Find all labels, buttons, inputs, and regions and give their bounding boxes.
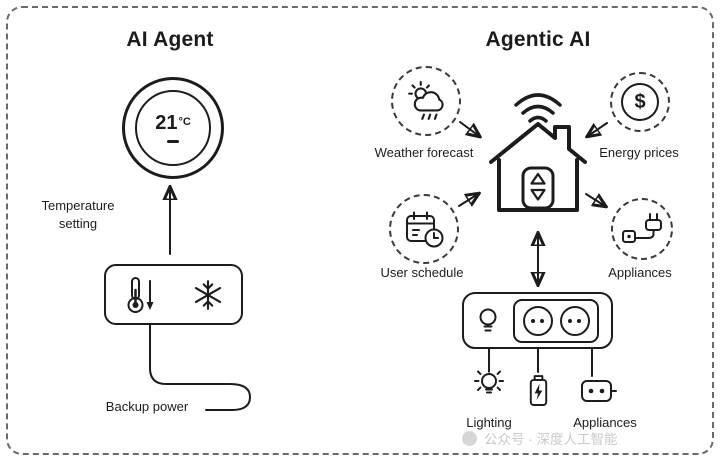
calendar-clock-icon bbox=[406, 211, 444, 248]
watermark-logo-icon bbox=[462, 430, 477, 446]
user-schedule-label: User schedule bbox=[380, 265, 464, 280]
right-title: Agentic AI bbox=[485, 28, 591, 51]
energy-prices-label: Energy prices bbox=[599, 145, 679, 160]
appliances-input-label: Appliances bbox=[608, 265, 672, 280]
watermark: 公众号 · 深度人工智能 bbox=[462, 428, 618, 448]
thermometer-icon bbox=[127, 276, 154, 313]
plug-icon bbox=[622, 213, 662, 243]
wifi-arc-middle bbox=[521, 104, 555, 115]
hvac-unit-box bbox=[104, 264, 243, 325]
left-title: AI Agent bbox=[126, 28, 214, 51]
wifi-arc-inner bbox=[528, 115, 548, 123]
temperature-value: 21 bbox=[155, 112, 178, 135]
smart-home-icon bbox=[489, 93, 587, 212]
temperature-setting-line2: setting bbox=[58, 216, 98, 232]
wifi-arc-outer bbox=[514, 93, 562, 107]
bulb-icon bbox=[479, 308, 497, 331]
thermostat-outer-ring: 21°C bbox=[122, 77, 224, 179]
temperature-setting-label: Temperature setting bbox=[22, 197, 134, 233]
appliances-output-label: Appliances bbox=[573, 415, 637, 430]
weather-forecast-label: Weather forecast bbox=[374, 145, 474, 160]
battery-icon bbox=[529, 375, 548, 406]
appliance-socket-icon bbox=[581, 380, 617, 402]
appliances-node bbox=[611, 198, 673, 260]
weather-forecast-node bbox=[391, 66, 461, 136]
user-schedule-node bbox=[389, 194, 459, 264]
thermostat-display: 21°C bbox=[135, 90, 211, 166]
weather-icon bbox=[408, 81, 444, 120]
watermark-text: 公众号 · 深度人工智能 bbox=[484, 432, 618, 447]
lighting-icon bbox=[474, 368, 504, 394]
temperature-setting-line1: Temperature bbox=[41, 198, 115, 213]
snowflake-icon bbox=[194, 279, 221, 310]
dashed-border-frame bbox=[6, 6, 714, 455]
dollar-glyph: $ bbox=[634, 90, 646, 113]
outlet-socket bbox=[559, 305, 590, 336]
outlet-panel bbox=[513, 298, 599, 343]
thermostat-icon: 21°C bbox=[122, 77, 224, 179]
lighting-label: Lighting bbox=[466, 415, 512, 430]
power-strip bbox=[462, 292, 613, 349]
dollar-icon: $ bbox=[621, 83, 659, 121]
energy-prices-node: $ bbox=[610, 72, 670, 132]
thermostat-reading: 21°C bbox=[155, 113, 191, 134]
temperature-unit: °C bbox=[178, 116, 191, 129]
outlet-socket bbox=[522, 305, 553, 336]
backup-power-label: Backup power bbox=[105, 399, 189, 414]
thermostat-minus bbox=[167, 140, 179, 143]
